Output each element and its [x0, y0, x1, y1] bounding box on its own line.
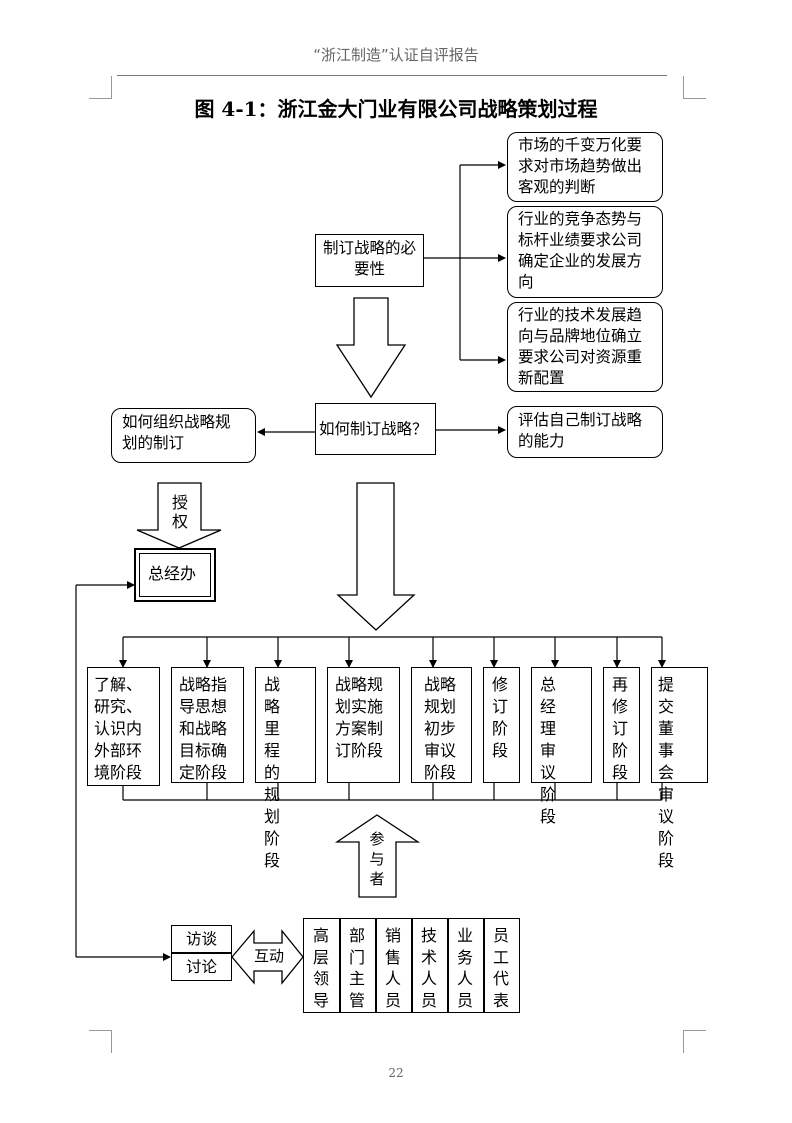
how-organize-node: 如何组织战略规划的制订 [111, 408, 256, 463]
page-number: 22 [388, 1066, 404, 1080]
group-senior-leaders: 高层领导 [312, 926, 329, 1010]
stage-gm-review: 总 经 理 审 议 阶 段 [531, 667, 592, 826]
stage-preliminary-review: 战略规划初步审议阶段 [411, 667, 472, 783]
interact-label: 互动 [254, 947, 285, 965]
table-divider [339, 918, 341, 1013]
general-office-node: 总经办 [134, 548, 216, 602]
industry-reason-node: 行业的竞争态势与标杆业绩要求公司确定企业的发展方向 [507, 206, 663, 298]
block-arrow-down [335, 297, 407, 399]
corner-mark [683, 1030, 706, 1053]
technology-reason-node: 行业的技术发展趋向与品牌地位确立要求公司对资源重新配置 [507, 302, 663, 392]
block-arrow-down-large [336, 482, 416, 631]
table-divider [447, 918, 449, 1013]
interview-node: 访谈 [171, 925, 232, 953]
group-department-heads: 部门主管 [348, 926, 365, 1010]
table-divider [411, 918, 413, 1013]
authorize-label: 授权 [171, 493, 188, 531]
stage-guiding-goals: 战略指导思想和战略目标确定阶段 [171, 667, 244, 783]
group-business-staff: 业务人员 [456, 926, 473, 1010]
stage-milestones: 战 略 里 程 的 规 划 阶 段 [255, 667, 316, 870]
participants-arrow [334, 814, 421, 898]
group-technical-staff: 技术人员 [420, 926, 437, 1010]
table-divider [483, 918, 485, 1013]
evaluate-node: 评估自己制订战略的能力 [507, 406, 663, 458]
discussion-node: 讨论 [171, 953, 232, 981]
participants-label: 参与者 [369, 830, 385, 888]
corner-mark [89, 76, 112, 99]
general-office-label: 总经办 [139, 553, 211, 597]
authorize-arrow [136, 482, 222, 549]
corner-mark [683, 76, 706, 99]
group-sales-staff: 销售人员 [384, 926, 401, 1010]
page-header: “浙江制造”认证自评报告 [313, 46, 479, 64]
corner-mark [89, 1030, 112, 1053]
necessity-node: 制订战略的必要性 [315, 234, 424, 287]
stage-environment: 了解、研究、认识内外部环境阶段 [87, 667, 160, 786]
figure-title: 图 4-1：浙江金大门业有限公司战略策划过程 [194, 97, 598, 121]
how-formulate-node: 如何制订战略？ [315, 403, 436, 455]
stage-re-revision: 再修订阶段 [603, 667, 640, 783]
header-divider [117, 75, 667, 76]
group-employee-reps: 员工代表 [492, 926, 509, 1010]
stage-implementation-plan: 战略规划实施方案制订阶段 [327, 667, 400, 783]
stage-revision: 修订阶段 [483, 667, 520, 783]
market-reason-node: 市场的千变万化要求对市场趋势做出客观的判断 [507, 132, 663, 202]
stage-board-review: 提 交 董 事 会 审 议 阶 段 [651, 667, 708, 870]
table-divider [375, 918, 377, 1013]
